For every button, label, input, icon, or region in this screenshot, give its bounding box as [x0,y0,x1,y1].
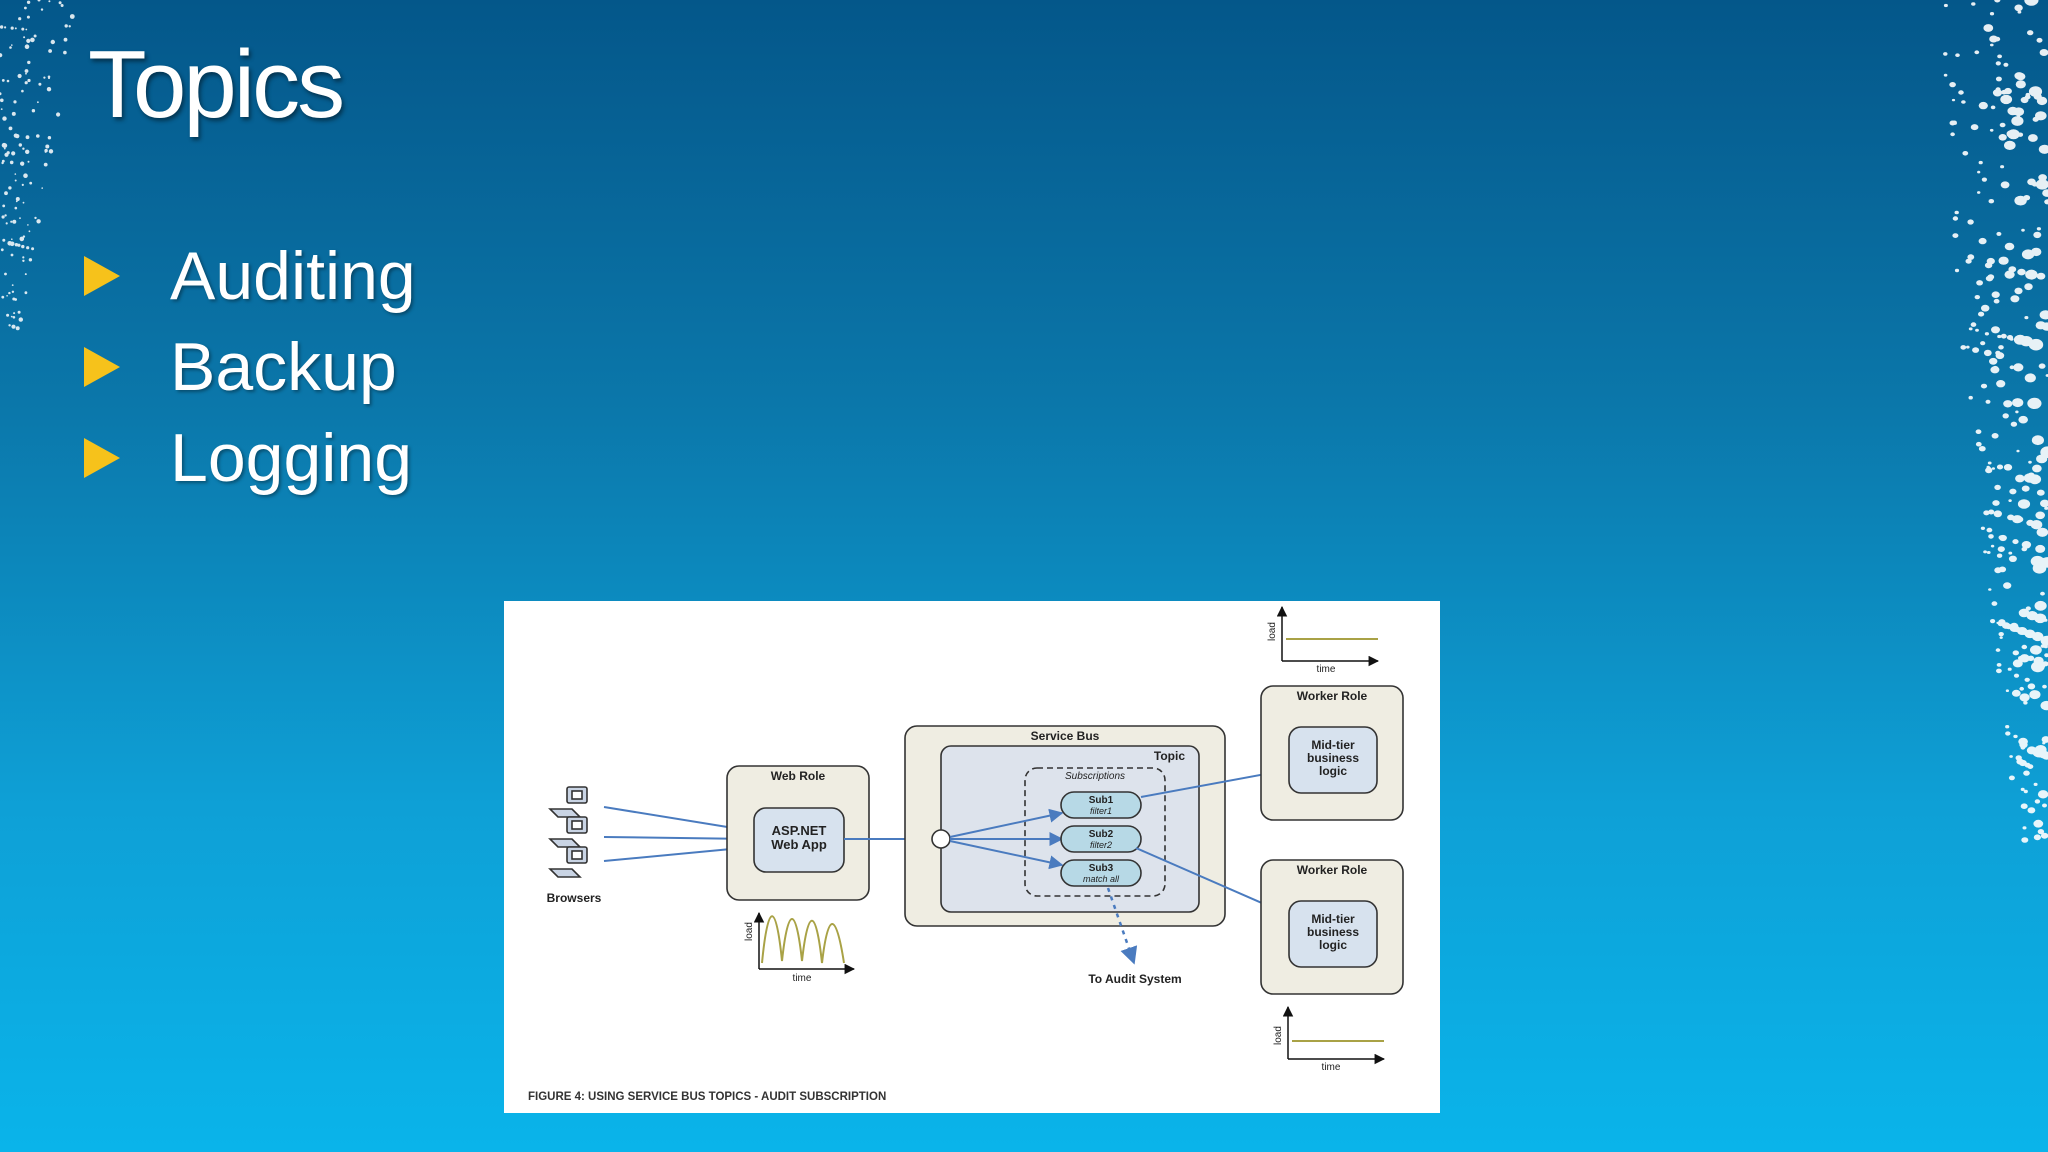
chart-y-label: load [1273,1026,1284,1045]
worker-role-2-line3: logic [1319,938,1347,952]
audit-label: To Audit System [1088,972,1181,986]
worker-role-2-title: Worker Role [1297,863,1368,877]
browsers-icon [548,786,588,878]
chart-y-label: load [744,922,755,941]
decorative-dots-left [0,0,75,331]
sub1-pill: Sub1 filter1 [1060,791,1142,819]
worker-role-2-load-chart: load time [1273,1005,1386,1073]
topic-label: Topic [1154,749,1185,763]
yellow-triangle-bullet-icon [84,255,120,296]
asp-net-label-line1: ASP.NET [772,823,827,838]
sub2-name: Sub2 [1089,829,1114,840]
bullet-item-backup: Backup [84,321,416,412]
sub3-pill: Sub3 match all [1060,859,1142,887]
web-role-load-chart: load time [744,911,856,984]
worker-role-1-load-chart: load time [1267,605,1380,675]
bullet-item-logging: Logging [84,412,416,503]
worker-role-2-logic-box [1288,900,1378,968]
topic-junction [931,829,951,849]
diagram-canvas: Browsers Web Role ASP.NET Web App load t… [528,605,1404,1103]
worker-role-1-line3: logic [1319,764,1347,778]
sub3-name: Sub3 [1089,863,1114,874]
service-bus-diagram: Browsers Web Role ASP.NET Web App load t… [504,601,1440,1113]
worker-role-1-line1: Mid-tier [1311,738,1355,752]
web-role-title: Web Role [771,769,826,783]
worker-role-2-line2: business [1307,925,1359,939]
worker-role-1-logic-box [1288,726,1378,794]
bullet-item-auditing: Auditing [84,230,416,321]
bullet-text: Auditing [170,237,416,314]
asp-net-label-line2: Web App [771,837,827,852]
chart-x-label: time [1317,664,1336,675]
yellow-triangle-bullet-icon [84,437,120,478]
slide-title: Topics [88,31,345,138]
chart-x-label: time [793,973,812,984]
sub3-filter: match all [1083,874,1120,884]
worker-role-1-title: Worker Role [1297,689,1368,703]
bullet-text: Logging [170,419,413,496]
subscriptions-label: Subscriptions [1065,771,1125,782]
decorative-dots-right [1943,0,2048,843]
audit-arrow [1106,887,1138,965]
worker-role-1-line2: business [1307,751,1359,765]
sub1-name: Sub1 [1089,795,1114,806]
browsers-label: Browsers [547,891,602,905]
subscriptions-box [1024,767,1166,897]
topic-to-subs-arrows [949,808,1064,870]
chart-y-label: load [1267,622,1278,641]
chart-x-label: time [1322,1062,1341,1073]
bullet-list: Auditing Backup Logging [84,230,416,503]
figure-caption: FIGURE 4: USING SERVICE BUS TOPICS - AUD… [528,1091,886,1103]
sub1-filter: filter1 [1090,806,1112,816]
bullet-text: Backup [170,328,397,405]
sub2-filter: filter2 [1090,840,1112,850]
service-bus-title: Service Bus [1031,729,1100,743]
sub2-pill: Sub2 filter2 [1060,825,1142,853]
yellow-triangle-bullet-icon [84,346,120,387]
worker-role-2-line1: Mid-tier [1311,912,1355,926]
